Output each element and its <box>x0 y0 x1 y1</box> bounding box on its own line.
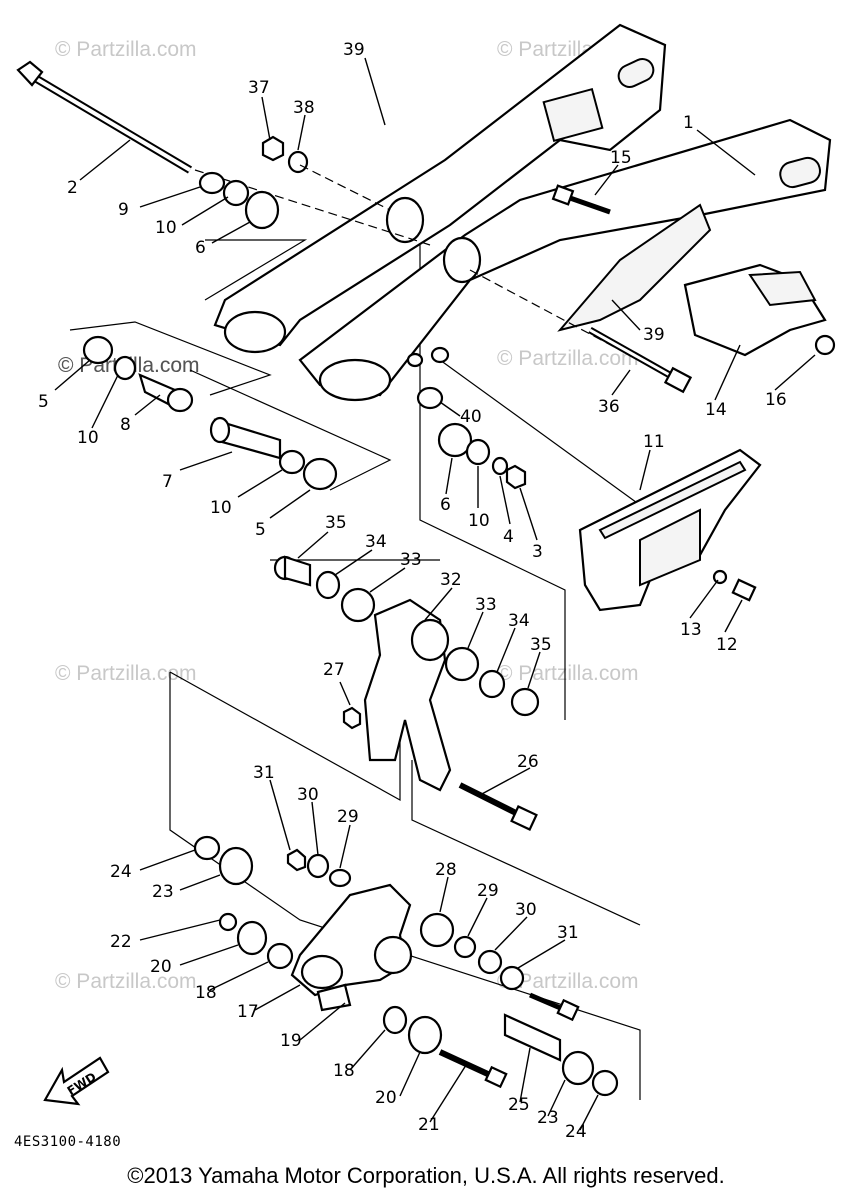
callout-33: 33 <box>400 550 422 570</box>
callout-18b: 18 <box>333 1061 355 1081</box>
callout-5b: 5 <box>255 520 266 540</box>
chain-slider <box>578 448 762 612</box>
callout-3: 3 <box>532 542 543 562</box>
callout-30b: 30 <box>515 900 537 920</box>
watermark: © Partzilla.com <box>497 347 639 370</box>
callout-8: 8 <box>120 415 131 435</box>
relay-arm-group <box>273 555 540 792</box>
watermark: © Partzilla.com <box>55 970 197 993</box>
callout-5: 5 <box>38 392 49 412</box>
callout-27: 27 <box>323 660 345 680</box>
callout-10c: 10 <box>210 498 232 518</box>
callout-32: 32 <box>440 570 462 590</box>
small-parts-upper <box>198 135 391 230</box>
linkage-group <box>193 835 619 1097</box>
long-bolt <box>469 269 693 394</box>
bolt-15 <box>551 184 611 215</box>
callout-4: 4 <box>503 527 514 547</box>
callout-34: 34 <box>365 532 387 552</box>
bolt-26 <box>458 782 538 831</box>
callout-39: 39 <box>343 40 365 60</box>
callout-10: 10 <box>155 218 177 238</box>
pivot-shaft <box>16 60 431 246</box>
callout-10d: 10 <box>468 511 490 531</box>
watermark: © Partzilla.com <box>497 970 639 993</box>
watermark: © Partzilla.com <box>55 38 197 61</box>
callout-31: 31 <box>253 763 275 783</box>
callout-numbers: 39 37 38 1 2 15 9 10 6 39 36 14 16 5 10 … <box>38 40 787 1142</box>
callout-15: 15 <box>610 148 632 168</box>
callout-17: 17 <box>237 1002 259 1022</box>
callout-1: 1 <box>683 113 694 133</box>
callout-35b: 35 <box>530 635 552 655</box>
callout-20b: 20 <box>375 1088 397 1108</box>
callout-7: 7 <box>162 472 173 492</box>
callout-9: 9 <box>118 200 129 220</box>
callout-19: 19 <box>280 1031 302 1051</box>
watermark: © Partzilla.com <box>497 662 639 685</box>
callout-6b: 6 <box>440 495 451 515</box>
callout-24: 24 <box>110 862 132 882</box>
callout-26: 26 <box>517 752 539 772</box>
callout-12: 12 <box>716 635 738 655</box>
callout-29b: 29 <box>477 881 499 901</box>
left-bearing-group <box>82 335 338 491</box>
callout-25: 25 <box>508 1095 530 1115</box>
callout-40: 40 <box>460 407 482 427</box>
callout-20: 20 <box>150 957 172 977</box>
callout-29: 29 <box>337 807 359 827</box>
callout-37: 37 <box>248 78 270 98</box>
callout-13: 13 <box>680 620 702 640</box>
callout-10b: 10 <box>77 428 99 448</box>
callout-38: 38 <box>293 98 315 118</box>
callout-39b: 39 <box>643 325 665 345</box>
callout-18: 18 <box>195 983 217 1003</box>
callout-28: 28 <box>435 860 457 880</box>
watermarks: © Partzilla.com © Partzilla.com © Partzi… <box>55 38 639 993</box>
callout-31b: 31 <box>557 923 579 943</box>
callout-16: 16 <box>765 390 787 410</box>
callout-22: 22 <box>110 932 132 952</box>
copyright-notice: ©2013 Yamaha Motor Corporation, U.S.A. A… <box>127 1163 725 1188</box>
leader-lines <box>54 57 816 1131</box>
callout-36: 36 <box>598 397 620 417</box>
callout-23: 23 <box>152 882 174 902</box>
callout-34b: 34 <box>508 611 530 631</box>
fwd-arrow-icon: FWD <box>43 1056 110 1106</box>
diagram-code: 4ES3100-4180 <box>14 1134 122 1150</box>
callout-35: 35 <box>325 513 347 533</box>
callout-11: 11 <box>643 432 665 452</box>
chain-guide <box>683 263 836 357</box>
callout-14: 14 <box>705 400 727 420</box>
callout-30: 30 <box>297 785 319 805</box>
right-bearing-group <box>406 346 641 506</box>
callout-24b: 24 <box>565 1122 587 1142</box>
callout-6: 6 <box>195 238 206 258</box>
callout-2: 2 <box>67 178 78 198</box>
watermark: © Partzilla.com <box>55 662 197 685</box>
callout-23b: 23 <box>537 1108 559 1128</box>
callout-21: 21 <box>418 1115 440 1135</box>
callout-33b: 33 <box>475 595 497 615</box>
